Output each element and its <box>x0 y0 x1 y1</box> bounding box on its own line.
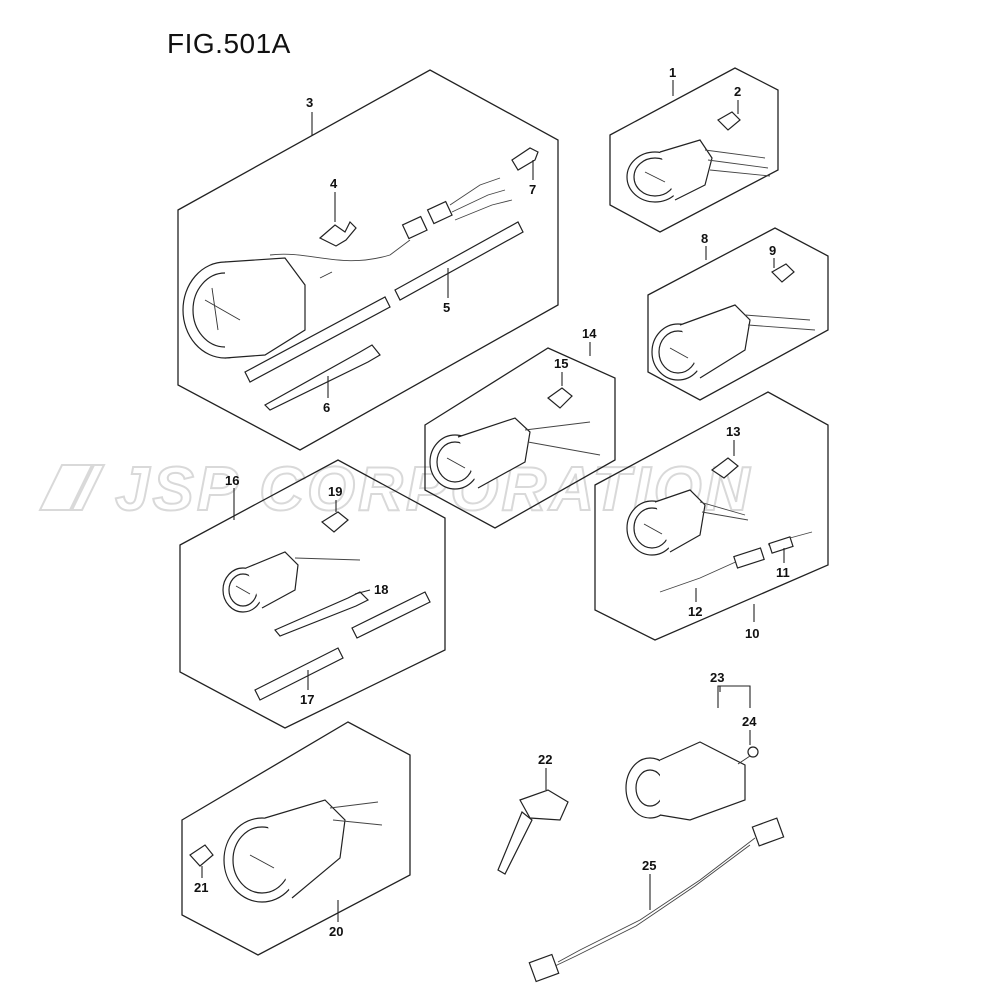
cable-tie-6 <box>264 344 381 411</box>
part-number-16: 16 <box>225 473 239 488</box>
harness-12 <box>659 547 765 593</box>
part-number-10: 10 <box>745 626 759 641</box>
bulb-4 <box>318 220 357 247</box>
panel-part-16 <box>179 459 446 729</box>
part-number-13: 13 <box>726 424 740 439</box>
panel-part-20 <box>181 721 411 956</box>
gauge-10 <box>626 489 749 556</box>
part-number-5: 5 <box>443 300 450 315</box>
gauge-20 <box>223 799 383 903</box>
part-number-18: 18 <box>374 582 388 597</box>
bulb-15 <box>547 387 573 409</box>
gauge-14 <box>429 417 601 490</box>
harness-25 <box>528 817 785 983</box>
gauge-16 <box>222 551 361 613</box>
part-number-9: 9 <box>769 243 776 258</box>
cable-tie-18 <box>274 591 370 637</box>
part-number-labels: 3 1 2 4 5 6 7 8 9 10 11 12 13 14 15 16 1… <box>194 65 790 939</box>
gauge-3 <box>182 177 513 359</box>
part-number-19: 19 <box>328 484 342 499</box>
panel-part-10 <box>594 391 829 641</box>
gauge-1 <box>626 139 771 203</box>
tube-5 <box>244 221 524 383</box>
panel-part-14 <box>424 347 616 529</box>
sensor-22 <box>497 789 569 875</box>
part-number-14: 14 <box>582 326 597 341</box>
bulb-9 <box>771 263 795 283</box>
part-number-6: 6 <box>323 400 330 415</box>
part-number-15: 15 <box>554 356 568 371</box>
part-number-12: 12 <box>688 604 702 619</box>
part-number-8: 8 <box>701 231 708 246</box>
part-number-23: 23 <box>710 670 724 685</box>
mount-23 <box>625 741 746 821</box>
part-number-1: 1 <box>669 65 676 80</box>
bulb-13 <box>710 457 739 479</box>
terminal-7 <box>511 147 539 171</box>
bulb-2 <box>717 111 741 131</box>
leader-lines <box>201 80 785 922</box>
gauge-8 <box>651 304 816 381</box>
screw-24 <box>737 746 759 765</box>
part-number-22: 22 <box>538 752 552 767</box>
part-number-4: 4 <box>330 176 338 191</box>
part-number-24: 24 <box>742 714 757 729</box>
panel-part-1 <box>609 67 779 233</box>
bulb-21 <box>189 844 214 867</box>
wire-11 <box>767 531 813 554</box>
panel-part-3 <box>177 69 559 451</box>
figure-title: FIG.501A <box>167 28 291 59</box>
part-number-17: 17 <box>300 692 314 707</box>
part-number-11: 11 <box>776 565 790 580</box>
part-number-2: 2 <box>734 84 741 99</box>
panel-part-8 <box>647 227 829 401</box>
part-number-20: 20 <box>329 924 343 939</box>
bulb-19 <box>320 511 349 533</box>
part-number-25: 25 <box>642 858 656 873</box>
tube-17 <box>254 591 431 701</box>
part-number-7: 7 <box>529 182 536 197</box>
part-number-3: 3 <box>306 95 313 110</box>
part-number-21: 21 <box>194 880 208 895</box>
